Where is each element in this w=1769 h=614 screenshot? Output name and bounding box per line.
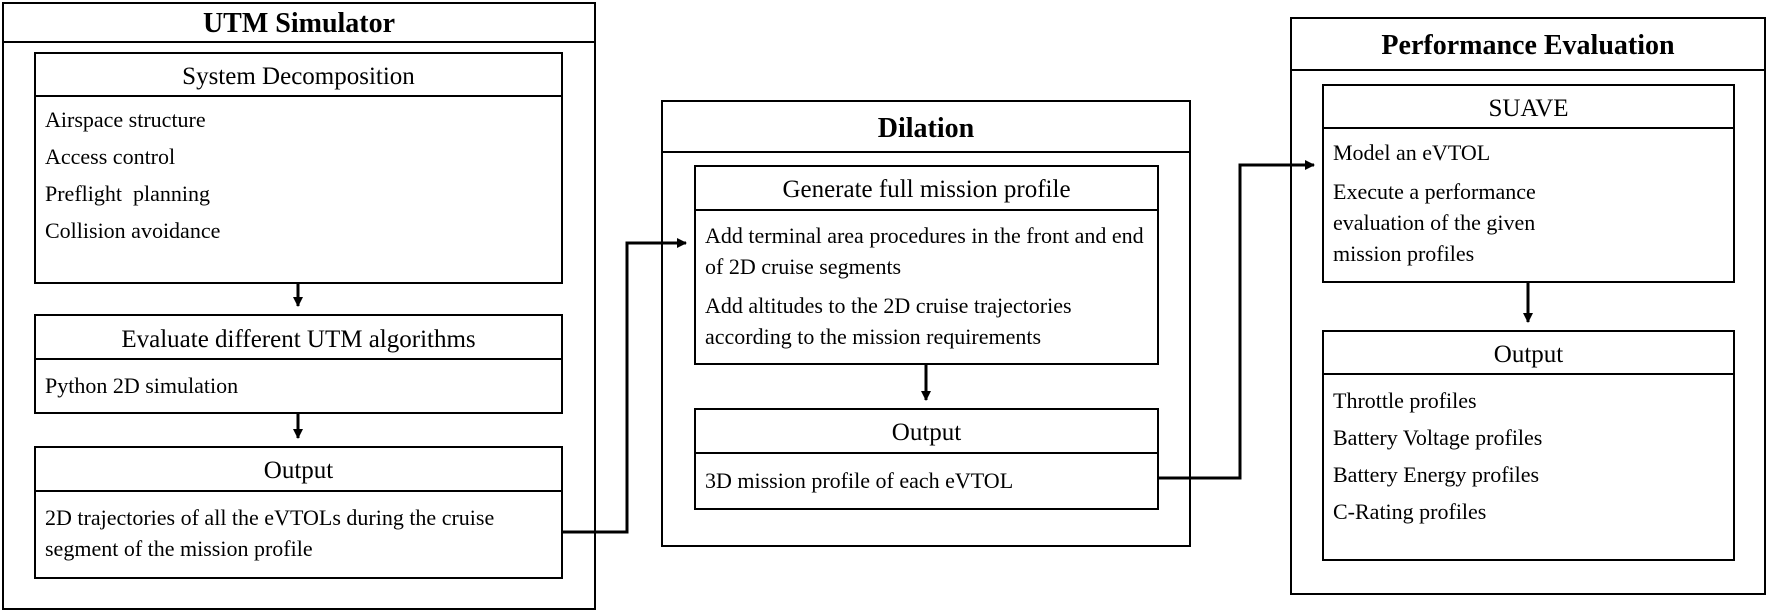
dilation-output-box: Output 3D mission profile of each eVTOL (694, 408, 1159, 510)
generate-mission-profile-title: Generate full mission profile (696, 167, 1157, 211)
airspace-structure-item: Airspace structure (45, 107, 206, 132)
utm-output-title: Output (36, 448, 561, 492)
throttle-profiles-item: Throttle profiles (1333, 388, 1477, 413)
dilation-output-title: Output (696, 410, 1157, 454)
generate-mission-profile-box: Generate full mission profile Add termin… (694, 165, 1159, 365)
battery-voltage-profiles-item: Battery Voltage profiles (1333, 425, 1543, 450)
utm-simulator-title: UTM Simulator (4, 4, 594, 43)
2d-trajectories-item: 2D trajectories of all the eVTOLs during… (45, 505, 495, 561)
collision-avoidance-item: Collision avoidance (45, 218, 221, 243)
python-2d-simulation-item: Python 2D simulation (45, 373, 239, 398)
arrow-utm-to-dilation (563, 238, 687, 534)
execute-performance-evaluation-item: Execute a performance evaluation of the … (1333, 179, 1536, 266)
3d-mission-profile-item: 3D mission profile of each eVTOL (705, 468, 1014, 493)
dilation-title: Dilation (663, 102, 1189, 153)
terminal-area-procedures-item: Add terminal area procedures in the fron… (705, 223, 1144, 279)
add-altitudes-item: Add altitudes to the 2D cruise trajector… (705, 293, 1072, 349)
suave-box: SUAVE Model an eVTOL Execute a performan… (1322, 84, 1735, 283)
model-evtol-item: Model an eVTOL (1333, 140, 1491, 165)
c-rating-profiles-item: C-Rating profiles (1333, 499, 1487, 524)
performance-output-title: Output (1324, 332, 1733, 375)
evaluate-utm-algorithms-box: Evaluate different UTM algorithms Python… (34, 314, 563, 414)
battery-energy-profiles-item: Battery Energy profiles (1333, 462, 1540, 487)
utm-output-box: Output 2D trajectories of all the eVTOLs… (34, 446, 563, 579)
suave-title: SUAVE (1324, 86, 1733, 129)
performance-output-box: Output Throttle profiles Battery Voltage… (1322, 330, 1735, 561)
arrow-dilation-to-performance (1159, 160, 1315, 480)
system-decomposition-box: System Decomposition Airspace structure … (34, 52, 563, 284)
access-control-item: Access control (45, 144, 176, 169)
performance-evaluation-title: Performance Evaluation (1292, 19, 1764, 71)
system-decomposition-title: System Decomposition (36, 54, 561, 97)
preflight-planning-item: Preflight planning (45, 181, 210, 206)
evaluate-utm-algorithms-title: Evaluate different UTM algorithms (36, 316, 561, 360)
